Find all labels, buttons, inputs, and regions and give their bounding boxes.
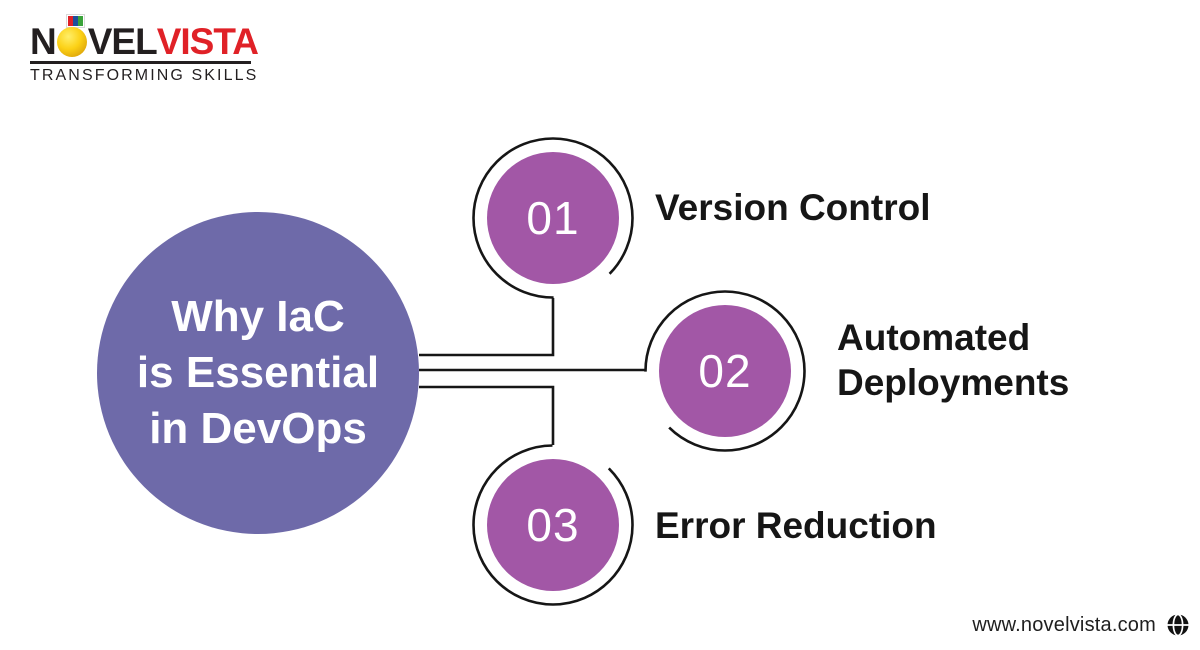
connector-line-bottom [419,385,555,445]
title-line-1: Why IaC [171,292,345,341]
connector-line-top [419,298,555,357]
footer: www.novelvista.com [0,610,1190,640]
logo-letters-vista: VISTA [156,21,259,62]
logo-flag-icon [67,15,84,27]
logo-ball-o-icon [56,27,87,57]
item-label-automated-deployments: Automated Deployments [837,317,1070,403]
title-line-2: is Essential [136,348,380,397]
ring-item-3 [472,444,634,606]
novelvista-logo: N VEL VISTA TRANSFORMING SKILLS [30,14,260,88]
flag-stripe-green [78,16,83,26]
ring-item-1 [472,137,634,299]
item-circle-2: 02 [659,305,791,437]
item-label-version-control: Version Control [655,187,931,228]
logo-divider [30,61,251,64]
flag-stripe-red [68,16,73,26]
ring-item-2 [644,290,806,452]
logo-tagline: TRANSFORMING SKILLS [30,67,259,84]
globe-icon [1167,613,1189,637]
item-number-3: 03 [526,499,580,551]
item-number-1: 01 [526,192,580,244]
central-topic-circle: Why IaC is Essential in DevOps [97,212,419,534]
logo-letter-n: N [30,21,57,62]
website-link[interactable]: www.novelvista.com [972,613,1156,636]
logo-wordmark: N VEL VISTA [30,21,259,62]
flag-stripe-blue [73,16,78,26]
item-circle-1: 01 [487,152,619,284]
item-number-2: 02 [698,345,752,397]
item-label-error-reduction: Error Reduction [655,505,937,546]
title-line-3: in DevOps [149,404,367,453]
item-circle-3: 03 [487,459,619,591]
logo-letters-vel: VEL [87,21,158,62]
